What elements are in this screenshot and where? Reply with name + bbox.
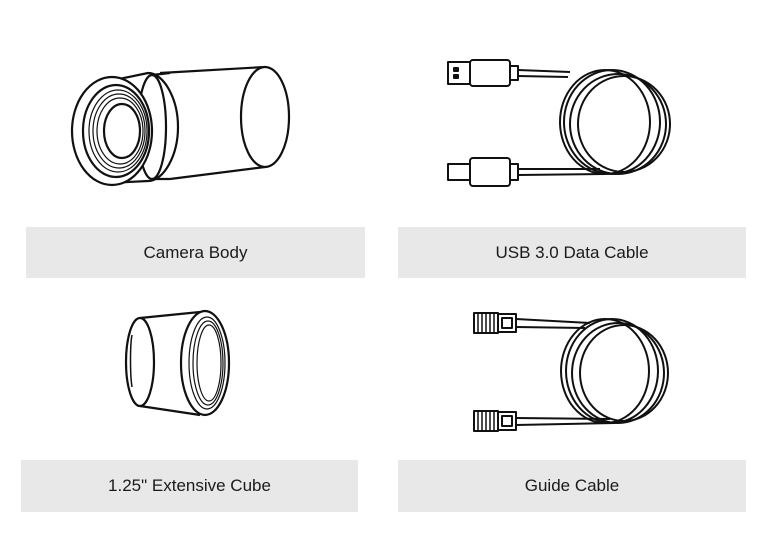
extension-tube-icon	[110, 305, 250, 425]
usb-cable-label: USB 3.0 Data Cable	[398, 227, 746, 278]
extension-tube-label: 1.25" Extensive Cube	[21, 460, 358, 512]
camera-body-label: Camera Body	[26, 227, 365, 278]
guide-cable-icon	[470, 305, 680, 440]
camera-body-icon	[60, 55, 300, 195]
usb-cable-icon	[440, 52, 680, 197]
guide-cable-label: Guide Cable	[398, 460, 746, 512]
